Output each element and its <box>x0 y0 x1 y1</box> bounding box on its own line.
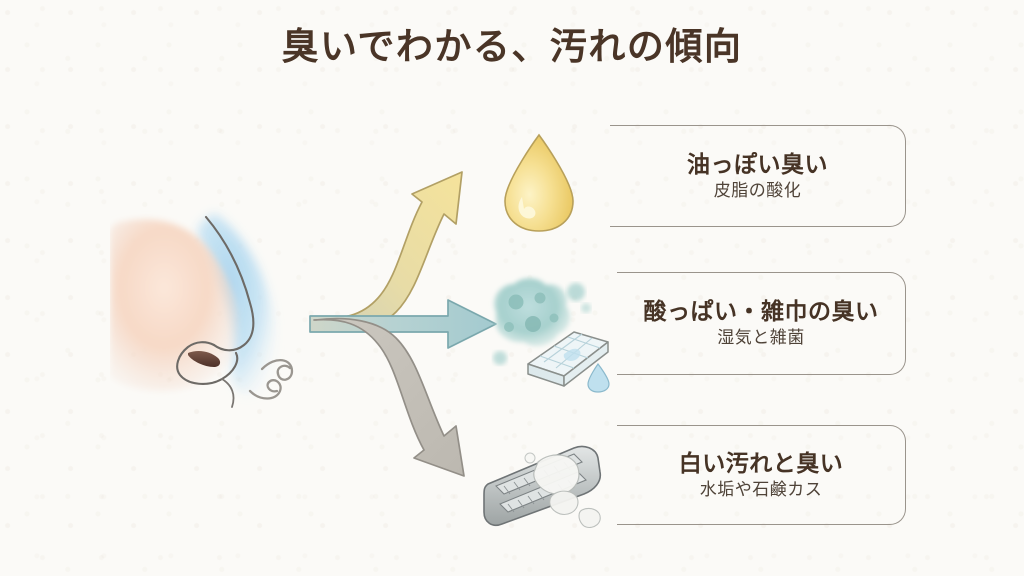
mold-blob <box>494 278 571 347</box>
nose-ala-line <box>176 341 239 385</box>
card-sour-title: 酸っぱい・雑巾の臭い <box>643 298 879 324</box>
card-sour-subtitle: 湿気と雑菌 <box>717 328 805 348</box>
oil-drop-body <box>504 133 574 232</box>
mold-spot <box>549 313 559 323</box>
arrow-to-sour <box>309 299 497 349</box>
scent-swirl-group <box>248 359 294 400</box>
mold-spot <box>525 316 541 332</box>
mold-spot <box>508 294 524 310</box>
card-oil-subtitle: 皮脂の酸化 <box>713 180 802 200</box>
card-scale[interactable]: 白い汚れと臭い 水垢や石鹸カス <box>617 425 906 525</box>
mold-spot <box>534 292 546 304</box>
mold-colony <box>493 278 591 365</box>
nose-blue-shade <box>197 213 277 397</box>
arrow-to-oil <box>313 171 463 333</box>
cloth-wet-patch <box>563 348 581 361</box>
mold-spore <box>581 303 591 313</box>
card-oil-title: 油っぽい臭い <box>687 150 828 177</box>
soap-scale-deposits <box>524 452 601 529</box>
mold-spore <box>493 351 507 365</box>
mold-spore <box>567 283 585 301</box>
arrow-to-scale <box>313 317 465 477</box>
card-scale-title: 白い汚れと臭い <box>678 449 844 476</box>
scale-blob-medium <box>549 490 579 515</box>
page-title: 臭いでわかる、汚れの傾向 <box>281 26 743 67</box>
nose-bridge-line <box>204 215 255 352</box>
scale-blob-large <box>533 454 580 495</box>
oil-drop-highlight <box>518 197 536 219</box>
nose-skin-fill <box>110 219 239 392</box>
card-oil[interactable]: 油っぽい臭い 皮脂の酸化 <box>610 125 906 227</box>
cloth-edge <box>563 341 609 387</box>
water-droplet-icon <box>587 362 610 393</box>
nose-illustration <box>110 195 350 425</box>
nostril <box>188 350 221 367</box>
shaver-scale-icon <box>478 432 610 538</box>
scale-fleck <box>524 452 536 464</box>
mold-cloth-icon <box>478 272 613 394</box>
scale-blob-small <box>578 507 601 529</box>
arrows-group <box>300 150 515 495</box>
cloth <box>527 331 609 387</box>
mold-spot <box>504 322 514 332</box>
card-sour[interactable]: 酸っぱい・雑巾の臭い 湿気と雑菌 <box>617 272 906 375</box>
card-scale-subtitle: 水垢や石鹸カス <box>699 479 823 499</box>
oil-drop-icon <box>483 125 595 237</box>
nose-under-curve <box>221 378 235 408</box>
